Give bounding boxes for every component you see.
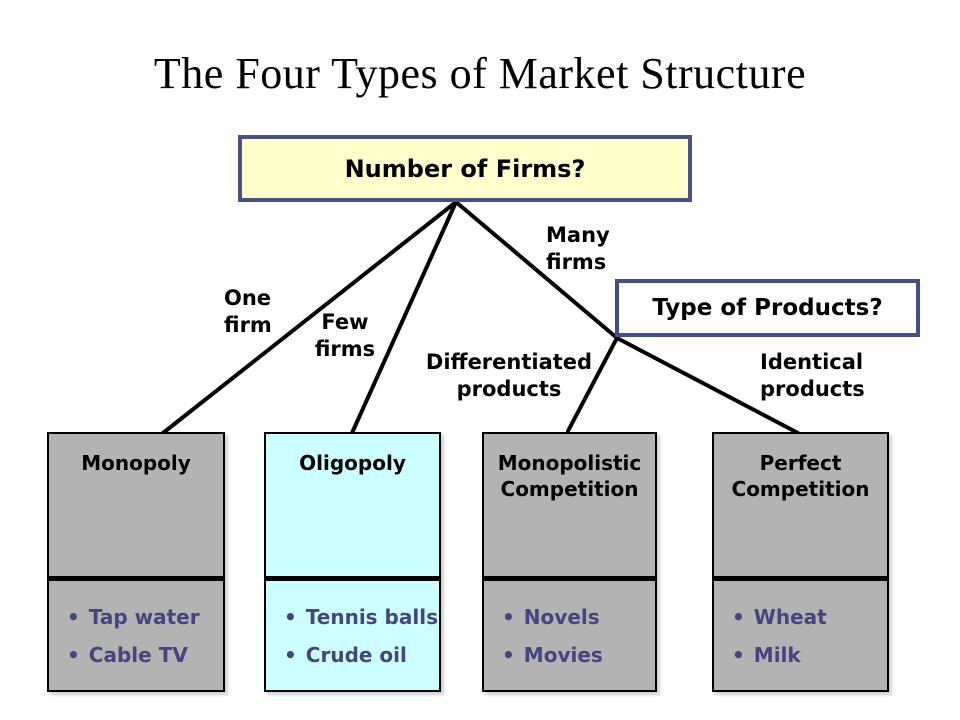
bullet-icon: • <box>67 605 80 629</box>
market-box-title: Monopoly <box>81 451 191 475</box>
branch-label-one-firm: One firm <box>224 286 272 337</box>
example-item: • Crude oil <box>284 643 435 667</box>
branch-label-differentiated-products: Differentiated products <box>425 350 593 401</box>
branch-line-identical <box>615 336 800 435</box>
example-label: Tennis balls <box>305 605 438 629</box>
example-label: Novels <box>523 605 600 629</box>
example-item: • Movies <box>502 643 651 667</box>
example-item: • Milk <box>732 643 883 667</box>
branch-line-differentiated <box>566 336 619 433</box>
market-box-oligopoly: Oligopoly • Tennis balls • Crude oil <box>264 432 441 692</box>
example-label: Cable TV <box>88 643 188 667</box>
example-list: • Tap water • Cable TV <box>49 581 223 690</box>
example-item: • Tap water <box>67 605 219 629</box>
branch-label-few-firms: Few firms <box>314 310 376 361</box>
decision-box-type-of-products-label: Type of Products? <box>652 295 883 321</box>
bullet-icon: • <box>732 605 745 629</box>
market-box-perfect-competition: Perfect Competition • Wheat • Milk <box>712 432 889 692</box>
decision-box-number-of-firms-label: Number of Firms? <box>344 154 586 183</box>
example-label: Crude oil <box>305 643 407 667</box>
example-item: • Wheat <box>732 605 883 629</box>
example-list: • Novels • Movies <box>484 581 655 690</box>
divider-line <box>714 576 887 581</box>
market-box-monopoly: Monopoly • Tap water • Cable TV <box>47 432 225 692</box>
bullet-icon: • <box>502 643 515 667</box>
branch-label-many-firms: Many firms <box>546 223 610 274</box>
divider-line <box>49 576 223 581</box>
example-label: Tap water <box>88 605 200 629</box>
example-label: Milk <box>753 643 801 667</box>
divider-line <box>484 576 655 581</box>
bullet-icon: • <box>284 605 297 629</box>
example-list: • Wheat • Milk <box>714 581 887 690</box>
divider-line <box>266 576 439 581</box>
market-box-monopolistic-competition: Monopolistic Competition • Novels • Movi… <box>482 432 657 692</box>
example-item: • Tennis balls <box>284 605 438 629</box>
market-box-title: Perfect Competition <box>731 451 870 501</box>
market-box-title: Monopolistic Competition <box>497 451 642 501</box>
example-item: • Novels <box>502 605 651 629</box>
bullet-icon: • <box>732 643 745 667</box>
slide-title: The Four Types of Market Structure <box>153 49 807 98</box>
branch-label-identical-products: Identical products <box>760 350 865 401</box>
decision-box-number-of-firms: Number of Firms? <box>238 135 692 202</box>
bullet-icon: • <box>284 643 297 667</box>
branch-line-few-firms <box>350 200 458 435</box>
bullet-icon: • <box>67 643 80 667</box>
decision-box-type-of-products: Type of Products? <box>615 279 920 337</box>
branch-line-many-firms <box>454 200 619 340</box>
example-list: • Tennis balls • Crude oil <box>266 581 439 690</box>
example-item: • Cable TV <box>67 643 219 667</box>
example-label: Wheat <box>753 605 827 629</box>
branch-line-one-firm <box>161 200 458 435</box>
bullet-icon: • <box>502 605 515 629</box>
market-box-title: Oligopoly <box>299 451 406 475</box>
example-label: Movies <box>523 643 603 667</box>
